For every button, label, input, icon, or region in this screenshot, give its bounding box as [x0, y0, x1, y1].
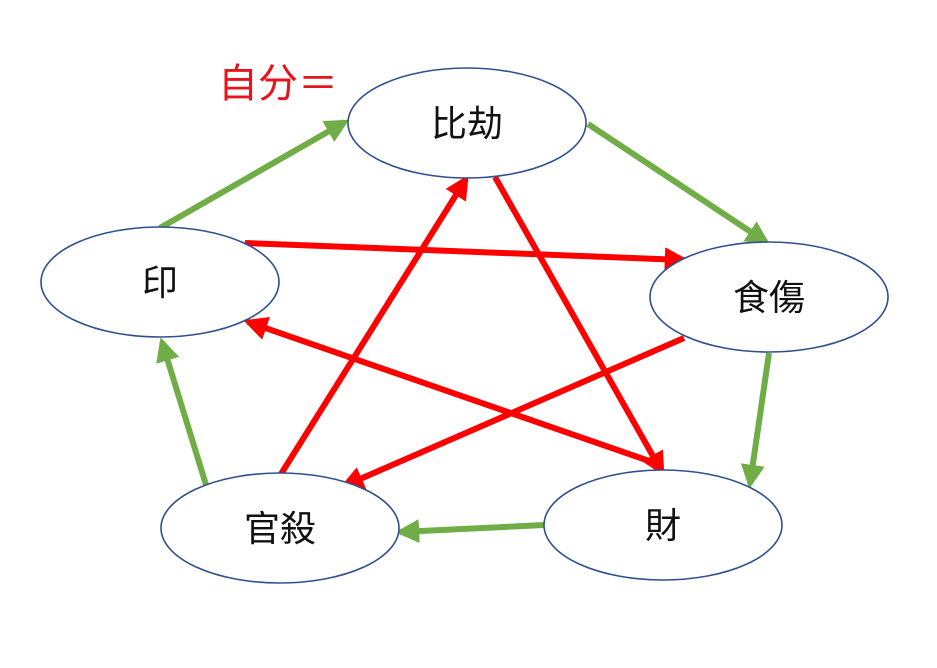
control-arrow-hikou-to-zai — [492, 175, 665, 477]
node-shokushou: 食傷 — [649, 241, 889, 353]
generate-arrow-kansatsu-to-in — [156, 337, 210, 489]
node-zai: 財 — [543, 469, 783, 581]
node-in-ellipse — [40, 226, 280, 338]
control-arrow-zai-to-in — [243, 316, 653, 465]
node-zai-ellipse — [543, 469, 783, 581]
control-arrow-shokushou-to-kansatsu — [339, 335, 686, 490]
node-hikou: 比劫 — [347, 67, 587, 179]
node-hikou-ellipse — [347, 67, 587, 179]
self-marker-label: 自分＝ — [218, 61, 338, 107]
generate-arrow-in-to-hikou — [158, 119, 350, 231]
node-hikou-label: 比劫 — [431, 104, 503, 145]
control-arrow-in-to-shokushou — [244, 240, 689, 272]
node-in-label: 印 — [142, 263, 178, 304]
node-kansatsu-label: 官殺 — [244, 509, 316, 550]
node-kansatsu-ellipse — [160, 472, 400, 584]
generate-arrow-hikou-to-shokushou — [586, 121, 771, 245]
node-shokushou-ellipse — [649, 241, 889, 353]
node-in: 印 — [40, 226, 280, 338]
edges-layer — [156, 119, 772, 544]
generate-arrow-zai-to-kansatsu — [395, 519, 545, 544]
generate-arrow-shokushou-to-zai — [740, 352, 772, 489]
node-zai-label: 財 — [645, 506, 681, 547]
node-shokushou-label: 食傷 — [733, 278, 805, 319]
control-arrow-kansatsu-to-hikou — [278, 174, 469, 476]
node-kansatsu: 官殺 — [160, 472, 400, 584]
